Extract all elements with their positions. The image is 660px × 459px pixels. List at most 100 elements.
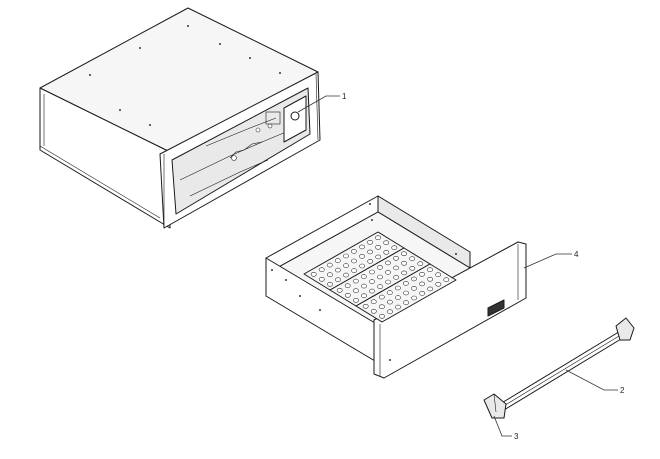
handle: 2 <box>499 317 635 411</box>
tray-hole <box>367 240 373 245</box>
tray-hole <box>419 271 425 277</box>
callout-label-1: 1 <box>342 92 347 101</box>
handle-end-cap: 3 <box>483 393 519 441</box>
tray-hole <box>435 281 442 287</box>
tray-hole <box>375 245 381 250</box>
tray-hole <box>318 267 325 273</box>
tray-hole <box>370 308 377 314</box>
tray-hole <box>419 281 425 287</box>
housing-knob-icon <box>290 111 300 121</box>
tray-hole <box>344 292 351 298</box>
tray-hole <box>327 281 333 287</box>
tray-hole <box>367 259 374 264</box>
tray-hole <box>359 254 365 259</box>
tray-hole <box>375 235 381 240</box>
tray-hole <box>419 291 426 296</box>
callout-line-1 <box>297 95 340 113</box>
tray-hole <box>368 269 375 275</box>
tray-hole <box>393 265 399 271</box>
tray-hole <box>383 240 390 245</box>
tray-hole <box>391 245 398 250</box>
tray-hole <box>351 258 357 264</box>
tray-hole <box>403 300 409 305</box>
callout-label-4: 4 <box>574 250 579 259</box>
tray-hole <box>367 249 373 255</box>
tray-hole <box>385 260 391 266</box>
housing: 1 <box>39 7 347 229</box>
tray-hole <box>387 309 393 315</box>
tray-hole <box>343 272 349 278</box>
tray-hole <box>353 297 359 303</box>
tray-hole <box>343 263 349 268</box>
tray-hole <box>427 286 434 292</box>
tray-hole <box>351 268 357 273</box>
tray-hole <box>326 262 333 268</box>
tray-hole <box>362 303 369 309</box>
tray-hole <box>385 270 391 275</box>
callout-line-4 <box>523 253 572 269</box>
tray-hole <box>360 274 367 279</box>
tray-hole <box>361 293 367 299</box>
housing-control-box <box>283 95 307 143</box>
tray-hole <box>409 256 416 262</box>
tray-hole <box>393 255 399 261</box>
tray-hole <box>401 251 407 256</box>
tray-hole <box>369 288 375 294</box>
tray-hole <box>379 313 385 319</box>
tray-hole <box>401 270 408 276</box>
tray-hole <box>409 265 416 271</box>
drawer-badge <box>487 299 505 317</box>
tray-hole <box>383 250 390 255</box>
tray-hole <box>310 271 317 277</box>
drawer-front-panel <box>373 241 527 379</box>
tray-hole <box>375 254 382 260</box>
tray-hole <box>394 285 401 291</box>
tray-hole <box>386 290 393 295</box>
tray-hole <box>403 290 409 296</box>
tray-hole <box>334 267 341 273</box>
tray-hole <box>352 278 359 284</box>
tray-hole <box>395 295 401 300</box>
tray-hole <box>417 261 424 267</box>
tray-perforations <box>310 235 450 319</box>
tray-hole <box>435 272 442 278</box>
tray-hole <box>411 276 417 282</box>
tray-hole <box>411 295 417 301</box>
handle-left-cap <box>483 393 507 419</box>
tray-hole <box>342 253 349 259</box>
tray-hole <box>386 299 393 305</box>
tray-hole <box>411 286 417 291</box>
tray-hole <box>326 272 333 278</box>
tray-hole <box>378 304 385 310</box>
tray-hole <box>360 283 367 289</box>
callout-line-3 <box>493 415 512 437</box>
drawer: 4 <box>265 195 579 379</box>
tray-hole <box>377 274 383 280</box>
tray-hole <box>334 258 341 263</box>
tray-hole <box>336 287 343 293</box>
tray-hole <box>393 275 400 280</box>
tray-hole <box>385 279 391 285</box>
tray-hole <box>427 276 433 282</box>
callout-line-2 <box>565 369 618 391</box>
tray-hole <box>359 263 365 269</box>
housing-side <box>39 87 171 229</box>
tray-hole <box>376 265 383 270</box>
tray-hole <box>369 279 375 284</box>
tray-hole <box>443 277 450 283</box>
tray-hole <box>350 249 357 254</box>
tray-hole <box>402 281 409 286</box>
tray-hole <box>370 299 377 305</box>
tray-hole <box>427 267 433 273</box>
tray-hole <box>352 288 359 294</box>
tray-hole <box>359 244 365 250</box>
tray-hole <box>401 260 407 266</box>
tray-hole <box>377 284 383 289</box>
tray-hole <box>335 277 341 283</box>
handle-right-cap <box>615 317 635 341</box>
tray-hole <box>395 304 401 310</box>
tray-hole <box>318 276 325 282</box>
callout-label-2: 2 <box>620 386 625 395</box>
